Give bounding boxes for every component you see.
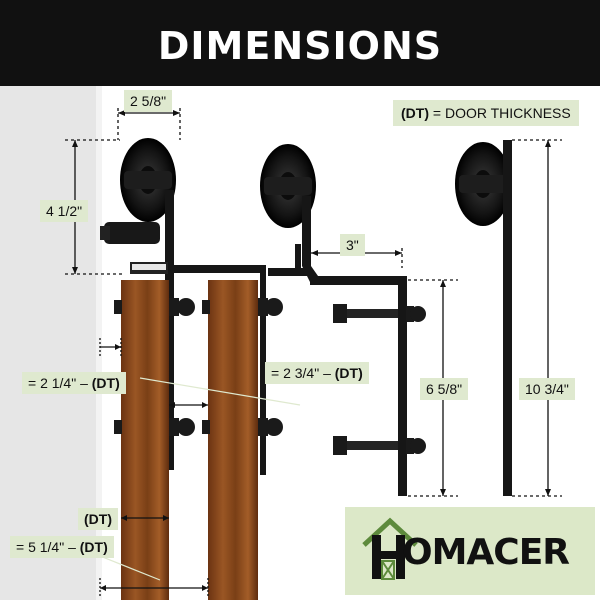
rail-height-label: 10 3/4"	[519, 378, 575, 400]
hanger-2	[260, 144, 426, 496]
bolts-door-1	[114, 298, 195, 436]
arrowheads	[72, 110, 551, 591]
total-value: = 5 1/4" –	[16, 539, 80, 555]
hanger-1	[100, 138, 266, 475]
hanger-strap-1	[165, 190, 174, 470]
door-dt: (DT)	[84, 511, 112, 527]
hanger-strap-3	[503, 140, 512, 496]
gap-b-label: = 2 3/4" – (DT)	[265, 362, 369, 384]
gap-a-value: = 2 1/4" –	[28, 375, 92, 391]
door-panel-1	[121, 280, 169, 600]
gap-a-label: = 2 1/4" – (DT)	[22, 372, 126, 394]
brand-logo: OMACER	[345, 507, 595, 595]
hanger-strap-2	[398, 276, 407, 496]
offset-label: 3"	[340, 234, 365, 256]
house-logo-icon	[362, 517, 418, 580]
wall-edge	[96, 86, 102, 600]
wheel-height-label: 4 1/2"	[40, 200, 89, 222]
bolt-span-label: 6 5/8"	[420, 378, 469, 400]
top-width-label: 2 5/8"	[124, 90, 173, 112]
header-banner: DIMENSIONS	[0, 0, 600, 86]
page-title: DIMENSIONS	[157, 24, 443, 68]
brand-name: OMACER	[402, 532, 570, 573]
gap-a-dt: (DT)	[91, 375, 120, 391]
total-dt: (DT)	[79, 539, 108, 555]
door-thickness-label: (DT)	[78, 508, 118, 530]
legend-text: = DOOR THICKNESS	[429, 105, 571, 121]
legend-abbr: (DT)	[401, 105, 429, 121]
door-panel-2	[208, 280, 258, 600]
gap-b-dt: (DT)	[334, 365, 363, 381]
legend: (DT) = DOOR THICKNESS	[393, 100, 579, 126]
gap-b-value: = 2 3/4" –	[271, 365, 335, 381]
bolts-door-2	[202, 298, 283, 436]
total-width-label: = 5 1/4" – (DT)	[10, 536, 114, 558]
hanger-3	[455, 140, 512, 496]
